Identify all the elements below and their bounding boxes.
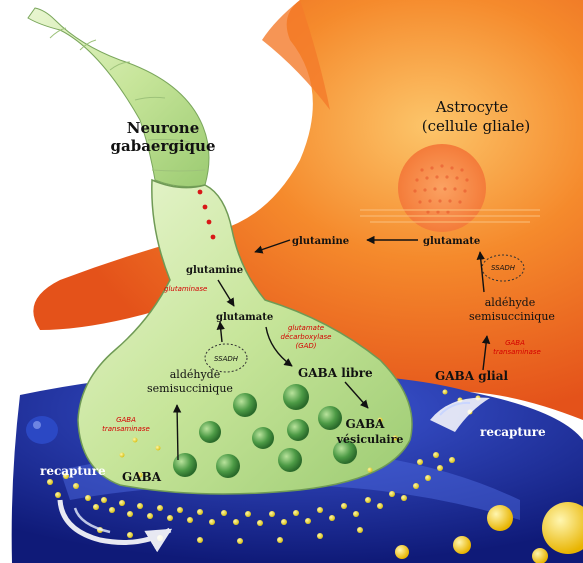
astro-gaba-t-line2: transaminase	[493, 348, 541, 356]
neuron-gaba-libre-label: GABA libre	[298, 366, 373, 380]
neuron-title-line1: Neurone	[127, 119, 200, 137]
neuron-title-line2: gabaergique	[111, 137, 216, 155]
neuron-gaba-vesic-line2: vésiculaire	[336, 433, 404, 446]
astro-gaba-glial-label: GABA glial	[435, 369, 508, 383]
arrow-gaba-to-aldehyde	[177, 405, 178, 460]
astro-recapture-label: recapture	[480, 425, 546, 439]
astro-ssadh-label: SSADH	[491, 264, 516, 272]
neuron-gad-line2: décarboxylase	[281, 333, 332, 341]
astro-glutamine-label: glutamine	[292, 236, 349, 247]
astrocyte-title-line2: (cellule gliale)	[422, 117, 531, 135]
blue-bulb-shine	[33, 421, 41, 429]
neuron-glutamine-label: glutamine	[186, 265, 243, 276]
neuron-ssadh-label: SSADH	[214, 355, 239, 363]
astro-aldehyde-line1: aldéhyde	[485, 296, 535, 309]
neuron-gaba-t-line1: GABA	[116, 416, 136, 424]
neuron-glutaminase-label: glutaminase	[164, 285, 207, 293]
neuron-glutamate-label: glutamate	[216, 312, 273, 323]
astrocyte-nucleus	[398, 144, 486, 232]
astro-aldehyde-line2: semisuccinique	[469, 310, 555, 323]
neuron-gaba-t-line2: transaminase	[102, 425, 150, 433]
astro-gaba-t-line1: GABA	[505, 339, 525, 347]
neuron-aldehyde-line2: semisuccinique	[147, 382, 233, 395]
neuron-gad-line3: (GAD)	[295, 342, 316, 350]
neuron-recapture-label: recapture	[40, 464, 106, 478]
astrocyte-title-line1: Astrocyte	[435, 98, 509, 116]
blue-bulb	[26, 416, 58, 444]
neuron-gaba-label: GABA	[122, 470, 162, 484]
astro-glutamate-label: glutamate	[423, 236, 480, 247]
neuron-aldehyde-line1: aldéhyde	[170, 368, 220, 381]
neuron-gad-line1: glutamate	[288, 324, 324, 332]
neuron-gaba-vesic-line1: GABA	[345, 417, 385, 431]
